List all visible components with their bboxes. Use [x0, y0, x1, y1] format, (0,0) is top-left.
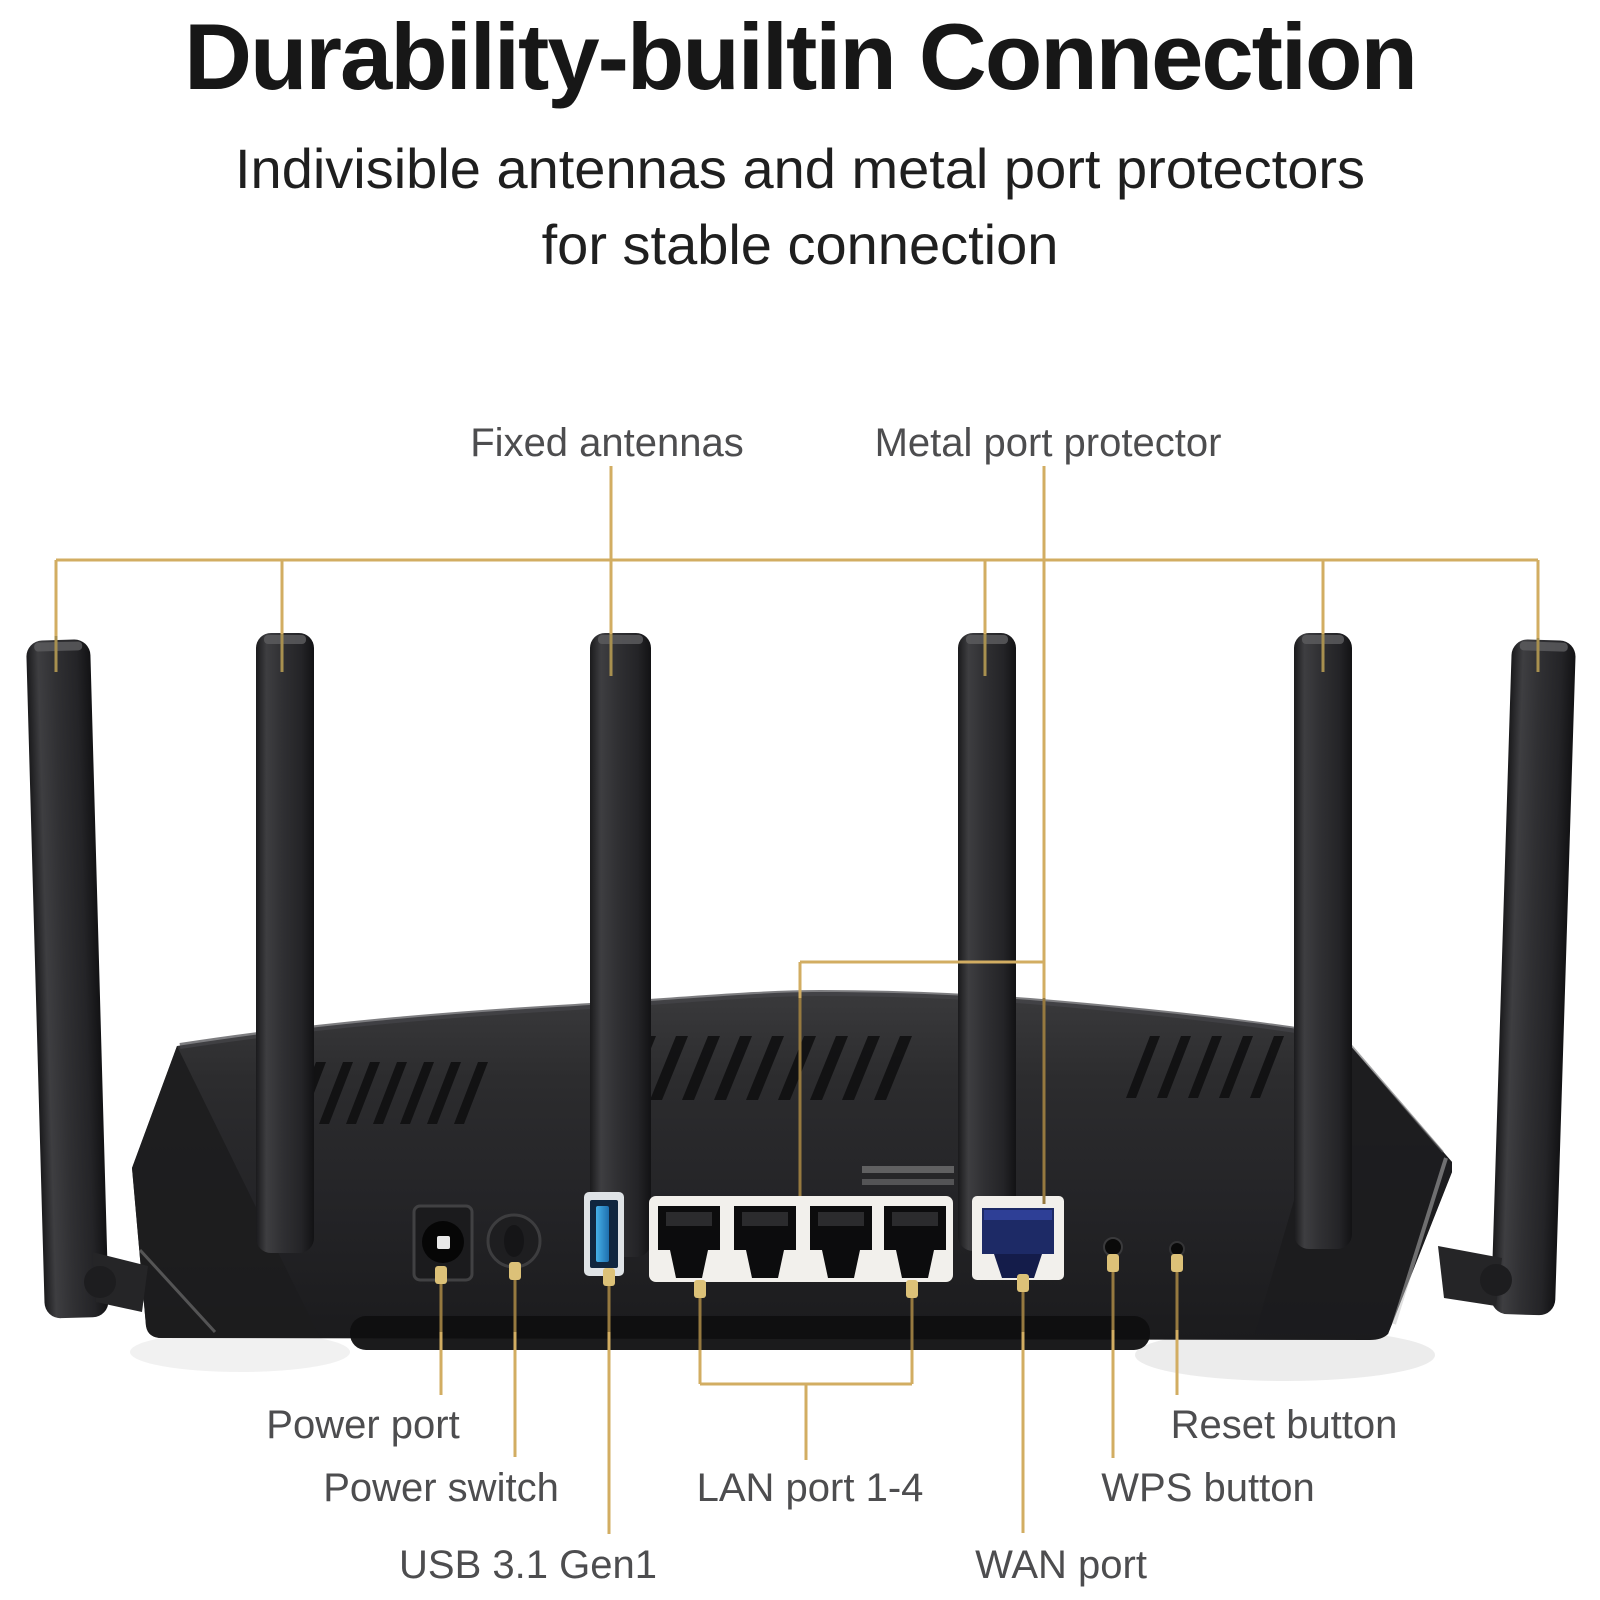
label-fixed-antennas: Fixed antennas: [470, 421, 744, 465]
callout-lines: [54, 466, 1540, 1534]
label-power-switch: Power switch: [323, 1466, 559, 1510]
lan-port-4: [884, 1206, 946, 1278]
chassis-bottom-lip: [350, 1316, 1150, 1350]
router-body-shell: [132, 992, 1452, 1340]
router-right-facet: [1255, 1036, 1452, 1334]
callout-line-beads: [435, 1254, 1183, 1298]
ground-shadow: [130, 1329, 1435, 1381]
antenna-5: [1294, 633, 1352, 1249]
label-wps-button: WPS button: [1101, 1466, 1315, 1510]
router-left-facet: [132, 1046, 320, 1338]
right-facet-highlight: [1392, 1157, 1448, 1325]
wps-button-hole: [1103, 1237, 1123, 1257]
usb-port: [584, 1192, 624, 1276]
reset-button-hole: [1169, 1241, 1185, 1257]
vent-grill-right: [1126, 1036, 1284, 1098]
label-wan-port: WAN port: [975, 1543, 1147, 1587]
left-facet-highlight: [138, 1248, 217, 1334]
right-facet-edge: [1349, 1043, 1444, 1153]
label-usb-port: USB 3.1 Gen1: [399, 1543, 657, 1587]
wan-port: [972, 1196, 1064, 1280]
power-switch-button: [486, 1213, 542, 1269]
callout-lines-antennas-over: [54, 634, 1540, 676]
lan-port-1: [658, 1206, 720, 1278]
antenna-3: [590, 633, 651, 1257]
header: Durability-builtin Connection Indivisibl…: [0, 4, 1600, 284]
antenna-4: [958, 633, 1016, 1251]
ports-caption-smudge: [862, 1166, 954, 1185]
page-title: Durability-builtin Connection: [184, 4, 1418, 109]
antenna-6: [1491, 639, 1576, 1316]
callout-lines-metal-protector: [798, 466, 1046, 1204]
label-power-port: Power port: [266, 1403, 460, 1447]
antenna-2: [256, 633, 314, 1253]
antenna-1: [26, 639, 109, 1319]
antenna-hinge-left: [84, 1252, 148, 1312]
callout-lines-antennas: [54, 466, 1540, 638]
subtitle-line-1: Indivisible antennas and metal port prot…: [235, 137, 1365, 201]
label-reset-button: Reset button: [1170, 1403, 1398, 1447]
router-body: [132, 989, 1452, 1340]
lan-port-2: [734, 1206, 796, 1278]
lan-port-3: [810, 1206, 872, 1278]
power-port: [412, 1204, 474, 1282]
antennas: [26, 633, 1576, 1319]
label-lan-ports: LAN port 1-4: [696, 1466, 924, 1510]
top-edge-highlight: [179, 989, 1341, 1049]
antenna-hinge-right: [1438, 1246, 1512, 1306]
lan-port-block: [649, 1196, 953, 1282]
callout-lines-ports: [439, 1330, 1179, 1534]
page-subtitle: Indivisible antennas and metal port prot…: [0, 131, 1600, 283]
vent-grill-center: [618, 1036, 912, 1100]
subtitle-line-2: for stable connection: [541, 213, 1059, 277]
label-metal-port-protector: Metal port protector: [874, 421, 1222, 465]
rear-ports: [412, 1166, 1185, 1282]
